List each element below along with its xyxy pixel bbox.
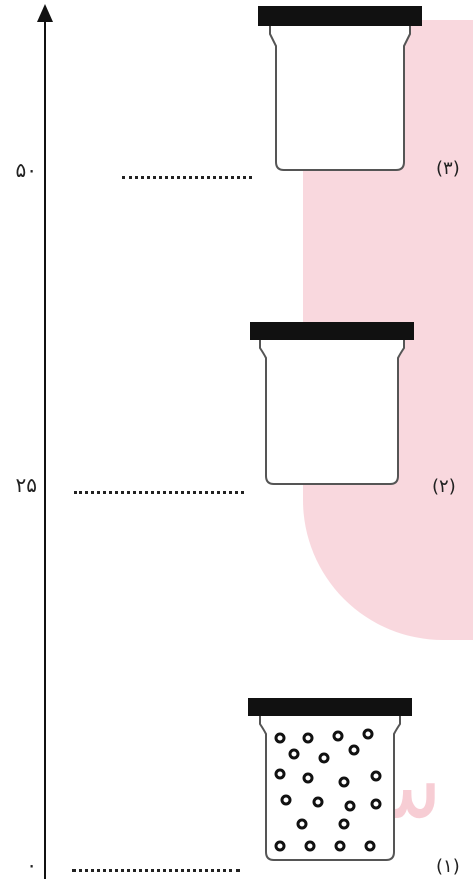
tick-label-0: ۰ [0,855,37,875]
jar-2-graphic [248,320,416,490]
sample-label-2: (۲) [432,478,456,496]
leader-line-25 [74,491,244,496]
tick-label-25: ۲۵ [0,475,37,495]
jar-2 [248,320,416,490]
jar-3 [256,4,424,174]
sample-label-3: (۳) [436,160,460,178]
jar-3-graphic [256,4,424,174]
jar-1-graphic [246,696,414,866]
jar-1 [246,696,414,866]
vertical-axis [44,18,46,879]
leader-line-50 [122,176,252,181]
tick-label-50: ۵۰ [0,160,37,180]
leader-line-0 [72,869,240,874]
sample-label-1: (۱) [436,858,460,876]
